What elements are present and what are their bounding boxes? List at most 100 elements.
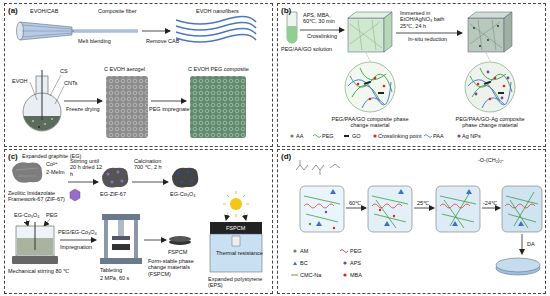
text-label: EVOH/CAB xyxy=(30,8,58,14)
flask-illustration-part xyxy=(55,86,64,104)
hydrogel-illustration-part xyxy=(287,12,297,43)
fspcm-illustration-part xyxy=(112,236,130,240)
legend-symbols-part xyxy=(290,134,293,137)
text-label: Melt blending xyxy=(78,38,111,44)
fiber-illustration-part xyxy=(142,31,170,32)
hydrogel-process-illustration-part xyxy=(506,192,538,228)
flask-illustration-part xyxy=(190,76,246,138)
flask-illustration-part xyxy=(151,101,186,102)
fiber-illustration-part xyxy=(22,25,72,37)
fspcm-illustration-part xyxy=(60,240,96,241)
flask-illustration-part xyxy=(64,101,102,102)
panel-label: (a) xyxy=(8,6,18,15)
fspcm-illustration-part xyxy=(210,222,262,234)
text-label: EG-ZIF-67 xyxy=(100,191,126,197)
flask-illustration-part xyxy=(44,123,46,125)
text-label: EVOH xyxy=(12,78,28,84)
fspcm-illustration-part xyxy=(181,181,184,184)
hydrogel-illustration-part xyxy=(498,92,504,94)
hydrogel-process-illustration-part xyxy=(452,189,472,226)
text-label: EVOH nanofibers xyxy=(196,8,239,14)
hydrogel-process-illustration-part xyxy=(304,196,340,222)
hydrogel-process-illustration-part xyxy=(304,204,334,208)
hydrogel-process-illustration-part xyxy=(372,196,408,228)
legend-text: PAA xyxy=(433,133,444,139)
text-label: 2-MeIm xyxy=(46,169,65,175)
hydrogel-illustration-part xyxy=(364,81,371,85)
legend-symbols-part xyxy=(344,135,349,137)
hydrogel-illustration-part xyxy=(504,12,512,52)
hydrogel-illustration-part xyxy=(366,53,370,61)
fspcm-illustration-part xyxy=(226,212,228,220)
hydrogel-illustration-part xyxy=(477,83,480,86)
text-label: Immersed in EtOH/AgNO₃ bath 25℃, 24 h xyxy=(400,10,458,29)
hydrogel-process-illustration-part xyxy=(300,186,344,232)
hydrogel-illustration-part xyxy=(479,45,481,47)
fspcm-illustration-part xyxy=(102,168,128,188)
text-label: Form-stable phase change materials (FSPC… xyxy=(148,258,204,277)
hydrogel-illustration-part xyxy=(501,97,504,100)
fspcm-illustration-part xyxy=(187,171,190,174)
hydrogel-illustration-part xyxy=(507,77,510,80)
hydrogel-illustration-part xyxy=(350,68,392,101)
text-label: 25℃ xyxy=(417,200,429,206)
hydrogel-illustration-part xyxy=(369,98,372,101)
legend-text: PEG xyxy=(322,133,334,139)
legend-text: BC xyxy=(300,260,308,266)
fspcm-illustration-part xyxy=(111,181,114,184)
hydrogel-illustration-part xyxy=(468,18,504,52)
text-label: EG-Co₃O₄ xyxy=(170,191,196,197)
hydrogel-process-illustration-part xyxy=(343,261,346,264)
fiber-illustration-part xyxy=(20,22,72,40)
hydrogel-illustration-part xyxy=(486,53,490,61)
text-label: 2 MPa, 60 s xyxy=(100,275,129,281)
fspcm-illustration-part xyxy=(172,168,198,188)
hydrogel-illustration-part xyxy=(345,62,395,112)
text-label: Calcination 700 ℃, 2 h xyxy=(134,158,170,171)
fspcm-illustration-part xyxy=(44,219,50,226)
fspcm-illustration-part xyxy=(26,219,28,226)
flask-illustration-part xyxy=(50,75,61,96)
fspcm-illustration-part xyxy=(35,222,36,250)
hydrogel-process-illustration-part xyxy=(293,262,297,266)
text-label: Stirring until 20 h dried 12 h xyxy=(70,158,104,177)
text-label: -O-(CH₂)₂- xyxy=(478,157,504,163)
fspcm-illustration-part xyxy=(118,220,124,236)
fspcm-illustration-part xyxy=(223,191,249,217)
fspcm-illustration-part xyxy=(232,236,240,246)
text-label: 60℃ xyxy=(349,200,361,206)
fspcm-illustration-part xyxy=(12,162,42,182)
text-label: FSPCM xyxy=(168,249,187,255)
text-label: Freeze drying xyxy=(66,106,100,112)
hydrogel-process-illustration-part xyxy=(502,186,542,232)
hydrogel-process-illustration-part xyxy=(346,208,366,209)
text-label: C EVOH aerogel xyxy=(104,66,145,72)
text-label: Impregnation xyxy=(60,244,92,250)
legend-text: MBA xyxy=(350,272,362,278)
text-label: Zeolitic Imidazolate Framework-67 (ZIF-6… xyxy=(8,190,70,203)
hydrogel-illustration-part xyxy=(348,80,391,108)
fspcm-illustration-part xyxy=(121,180,124,183)
text-label: PEG impregnate xyxy=(149,106,190,112)
text-label: Thermal resistance xyxy=(216,250,263,256)
hydrogel-process-illustration-part xyxy=(518,221,524,226)
hydrogel-process-illustration-part xyxy=(296,160,340,175)
text-label: Co²⁺ xyxy=(46,161,58,167)
hydrogel-illustration-part xyxy=(350,20,382,50)
text-label: APS, MBA, 60℃, 30 min xyxy=(303,12,345,25)
fspcm-illustration-part xyxy=(70,189,80,201)
flask-illustration xyxy=(23,70,246,138)
hydrogel-illustration-part xyxy=(470,68,512,101)
fspcm-illustration xyxy=(12,162,262,272)
hydrogel-illustration-part xyxy=(468,80,511,108)
hydrogel-process-illustration-part xyxy=(325,211,327,213)
flask-illustration-part xyxy=(51,118,53,120)
text-label: FSPCM xyxy=(226,225,245,231)
hydrogel-process-illustration-part xyxy=(333,227,335,229)
fspcm-illustration-part xyxy=(16,168,38,176)
hydrogel-illustration-part xyxy=(357,83,360,86)
hydrogel-process-illustration-part xyxy=(309,223,311,225)
fspcm-illustration-part xyxy=(230,198,242,210)
fiber-illustration-part xyxy=(72,30,138,33)
